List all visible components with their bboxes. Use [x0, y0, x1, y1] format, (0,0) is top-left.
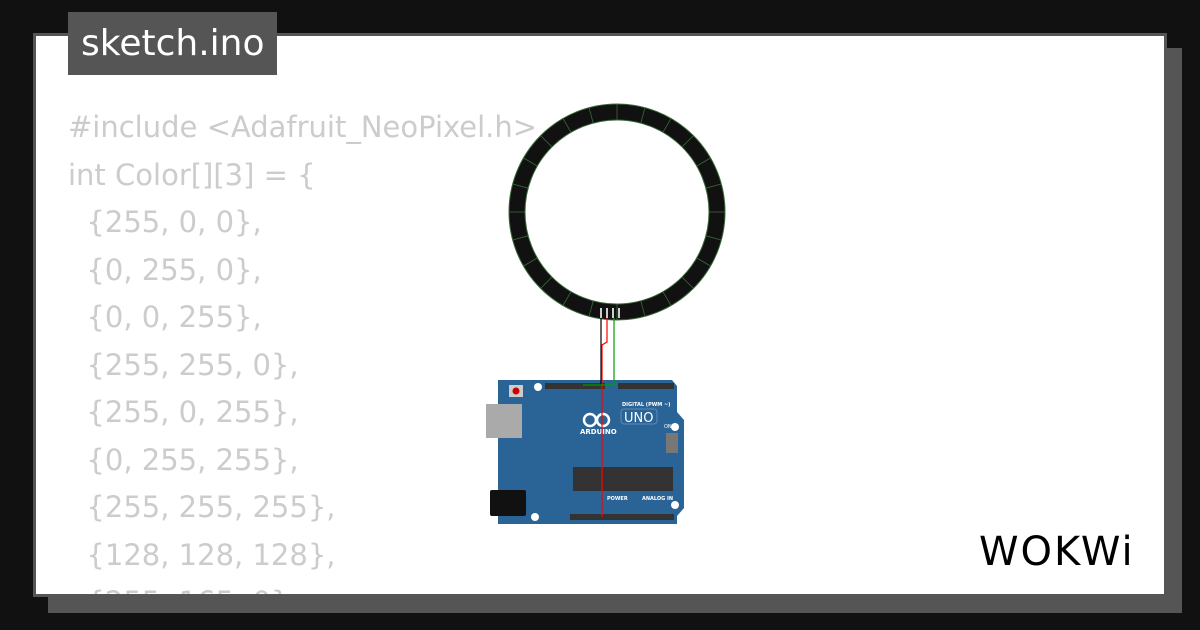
neopixel-ring[interactable] [508, 103, 726, 321]
usb-port [486, 404, 522, 438]
pixel-divider [562, 118, 572, 133]
pixel-divider [696, 157, 711, 167]
ring-pins [600, 308, 620, 318]
wire-vcc [601, 318, 608, 517]
wires[interactable] [583, 318, 615, 517]
code-line: {0, 0, 255}, [68, 300, 262, 334]
pixel-divider [640, 300, 646, 317]
pixel-divider [696, 257, 711, 267]
code-line: {0, 255, 255}, [68, 442, 299, 477]
code-preview: #include <Adafruit_NeoPixel.h>int Color[… [68, 104, 538, 594]
chip [573, 467, 673, 491]
board-brand: ARDUINO [580, 428, 617, 436]
wire-data [583, 318, 615, 386]
svg-text:WOKWi: WOKWi [979, 529, 1135, 575]
pixel-divider [681, 135, 694, 148]
code-line: #include <Adafruit_NeoPixel.h> [68, 110, 538, 144]
file-title: sketch.ino [68, 12, 278, 75]
analog-label: ANALOG IN [642, 496, 673, 502]
code-line: {255, 255, 0}, [68, 347, 299, 382]
pixel-divider [681, 276, 694, 289]
code-line: {255, 0, 255}, [68, 395, 299, 429]
pixel-divider [523, 257, 538, 267]
pixel-divider [512, 235, 529, 241]
wokwi-logo: WOKWi [979, 529, 1135, 575]
power-label: POWER [607, 496, 628, 502]
pixel-divider [705, 235, 722, 241]
pixel-divider [640, 107, 646, 124]
pixel-divider [562, 291, 572, 306]
pixel-divider [512, 183, 529, 189]
pixel-divider [588, 107, 594, 124]
power-jack [490, 490, 526, 516]
code-line: {255, 0, 0}, [68, 205, 262, 239]
on-label: ON [664, 424, 672, 430]
pixel-divider [540, 276, 553, 289]
pixel-divider [705, 183, 722, 189]
code-line: {255, 165, 0}, [68, 579, 537, 594]
code-line: int Color[][3] = { [68, 157, 316, 192]
code-line: {0, 255, 0}, [68, 252, 262, 287]
pixel-divider [540, 135, 553, 148]
wire-gnd [583, 318, 602, 386]
reset-button [512, 387, 520, 395]
pixel-divider [523, 157, 538, 167]
pixel-divider [662, 118, 672, 133]
pixel-divider [588, 300, 594, 317]
code-line: {128, 128, 128}, [68, 537, 336, 572]
digital-label: DIGITAL (PWM ~) [622, 402, 670, 408]
code-line: {255, 255, 255}, [68, 490, 336, 524]
board-model: UNO [624, 411, 653, 426]
arduino-uno[interactable]: ARDUINO UNO DIGITAL (PWM ~) POWER ANALOG… [486, 380, 684, 524]
pixel-divider [662, 291, 672, 306]
